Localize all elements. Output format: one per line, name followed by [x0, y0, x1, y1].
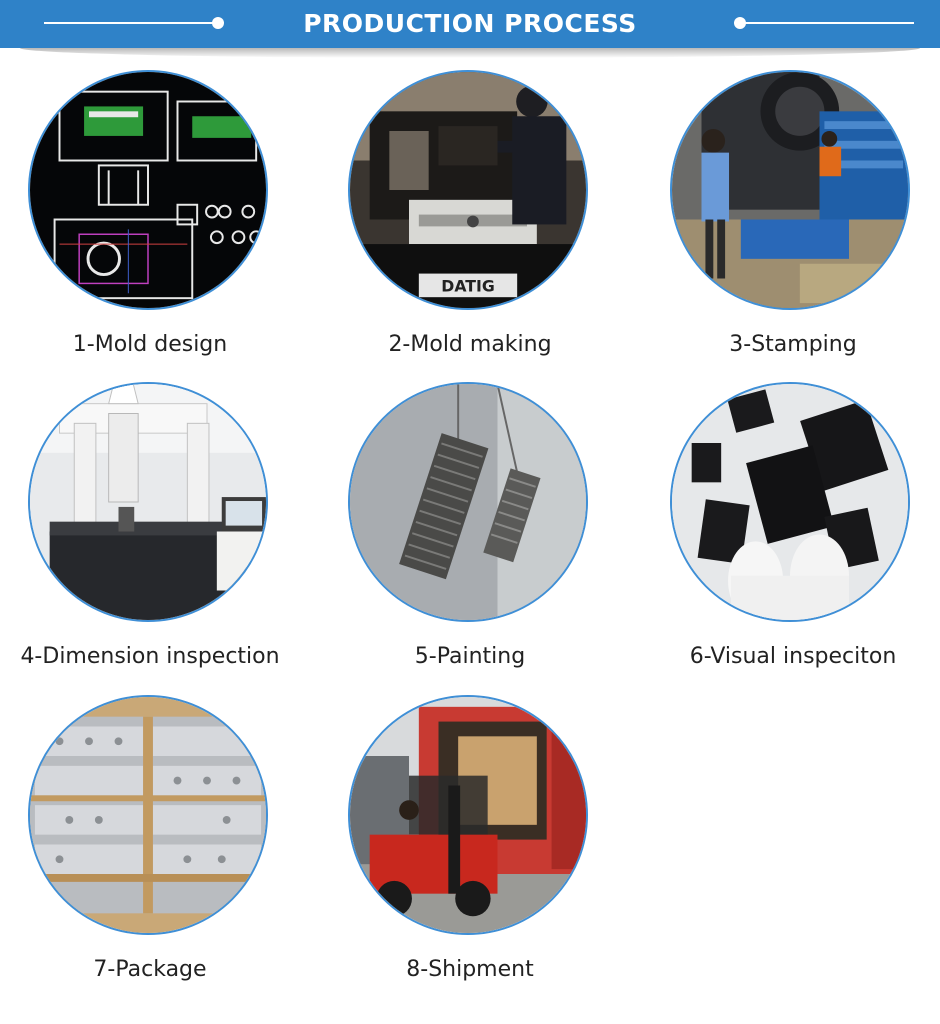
visual-inspection-photo: [670, 382, 910, 622]
package-photo: [28, 695, 268, 935]
step-label: 2-Mold making: [388, 332, 552, 357]
mold-design-photo: [28, 70, 268, 310]
banner-left-line: [44, 22, 220, 24]
dimension-inspection-photo: [28, 382, 268, 622]
shipment-photo: [348, 695, 588, 935]
step-label: 4-Dimension inspection: [20, 644, 280, 669]
step-label: 5-Painting: [414, 644, 526, 669]
page-title: PRODUCTION PROCESS: [303, 9, 637, 38]
step-label: 8-Shipment: [406, 957, 534, 982]
step-label: 6-Visual inspeciton: [689, 644, 897, 669]
mold-making-photo: DATIG: [348, 70, 588, 310]
banner-right-line: [740, 22, 914, 24]
banner-left-dot: [212, 17, 224, 29]
header-banner: [0, 0, 940, 48]
banner-right-dot: [734, 17, 746, 29]
painting-photo: [348, 382, 588, 622]
machine-brand-text: DATIG: [441, 276, 494, 295]
banner-shadow: [20, 48, 920, 58]
step-label: 3-Stamping: [729, 332, 857, 357]
stamping-photo: [670, 70, 910, 310]
step-label: 7-Package: [93, 957, 207, 982]
step-label: 1-Mold design: [72, 332, 228, 357]
